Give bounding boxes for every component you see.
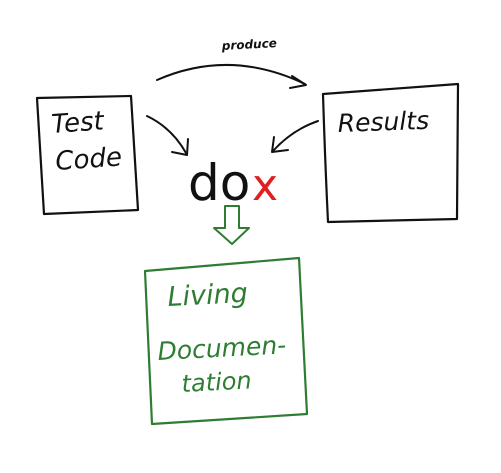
test-code-line2: Code [54, 142, 122, 177]
produce-label: produce [220, 36, 277, 53]
results-to-dox-arrow [271, 120, 319, 153]
produce-arrow-head [289, 75, 307, 89]
dox-logo: do x [188, 154, 278, 212]
living-documentation-box-outline [143, 256, 309, 426]
living-documentation-line2: Documen- [157, 330, 287, 366]
results-box-outline [321, 82, 460, 224]
test-code-to-dox-arrow [146, 115, 189, 156]
dox-logo-accent: x [252, 160, 278, 211]
produce-arrow-curve [156, 63, 306, 85]
test-code-to-dox-arrow-line [146, 115, 187, 154]
test-code-line1: Test [50, 106, 105, 140]
test-code-to-dox-arrow-head [171, 138, 189, 156]
test-code-box: Test Code [35, 94, 140, 216]
test-code-box-outline [35, 94, 140, 216]
results-label: Results [337, 106, 429, 138]
produce-arrow: produce [156, 36, 307, 89]
living-documentation-box: Living Documen- tation [143, 256, 309, 426]
results-to-dox-arrow-line [272, 120, 319, 152]
living-documentation-line3: tation [181, 366, 252, 398]
results-to-dox-arrow-head [271, 136, 289, 153]
hollow-down-arrow [213, 205, 250, 245]
dox-logo-main: do [188, 154, 250, 212]
living-documentation-line1: Living [167, 278, 249, 313]
results-box: Results [321, 82, 460, 224]
